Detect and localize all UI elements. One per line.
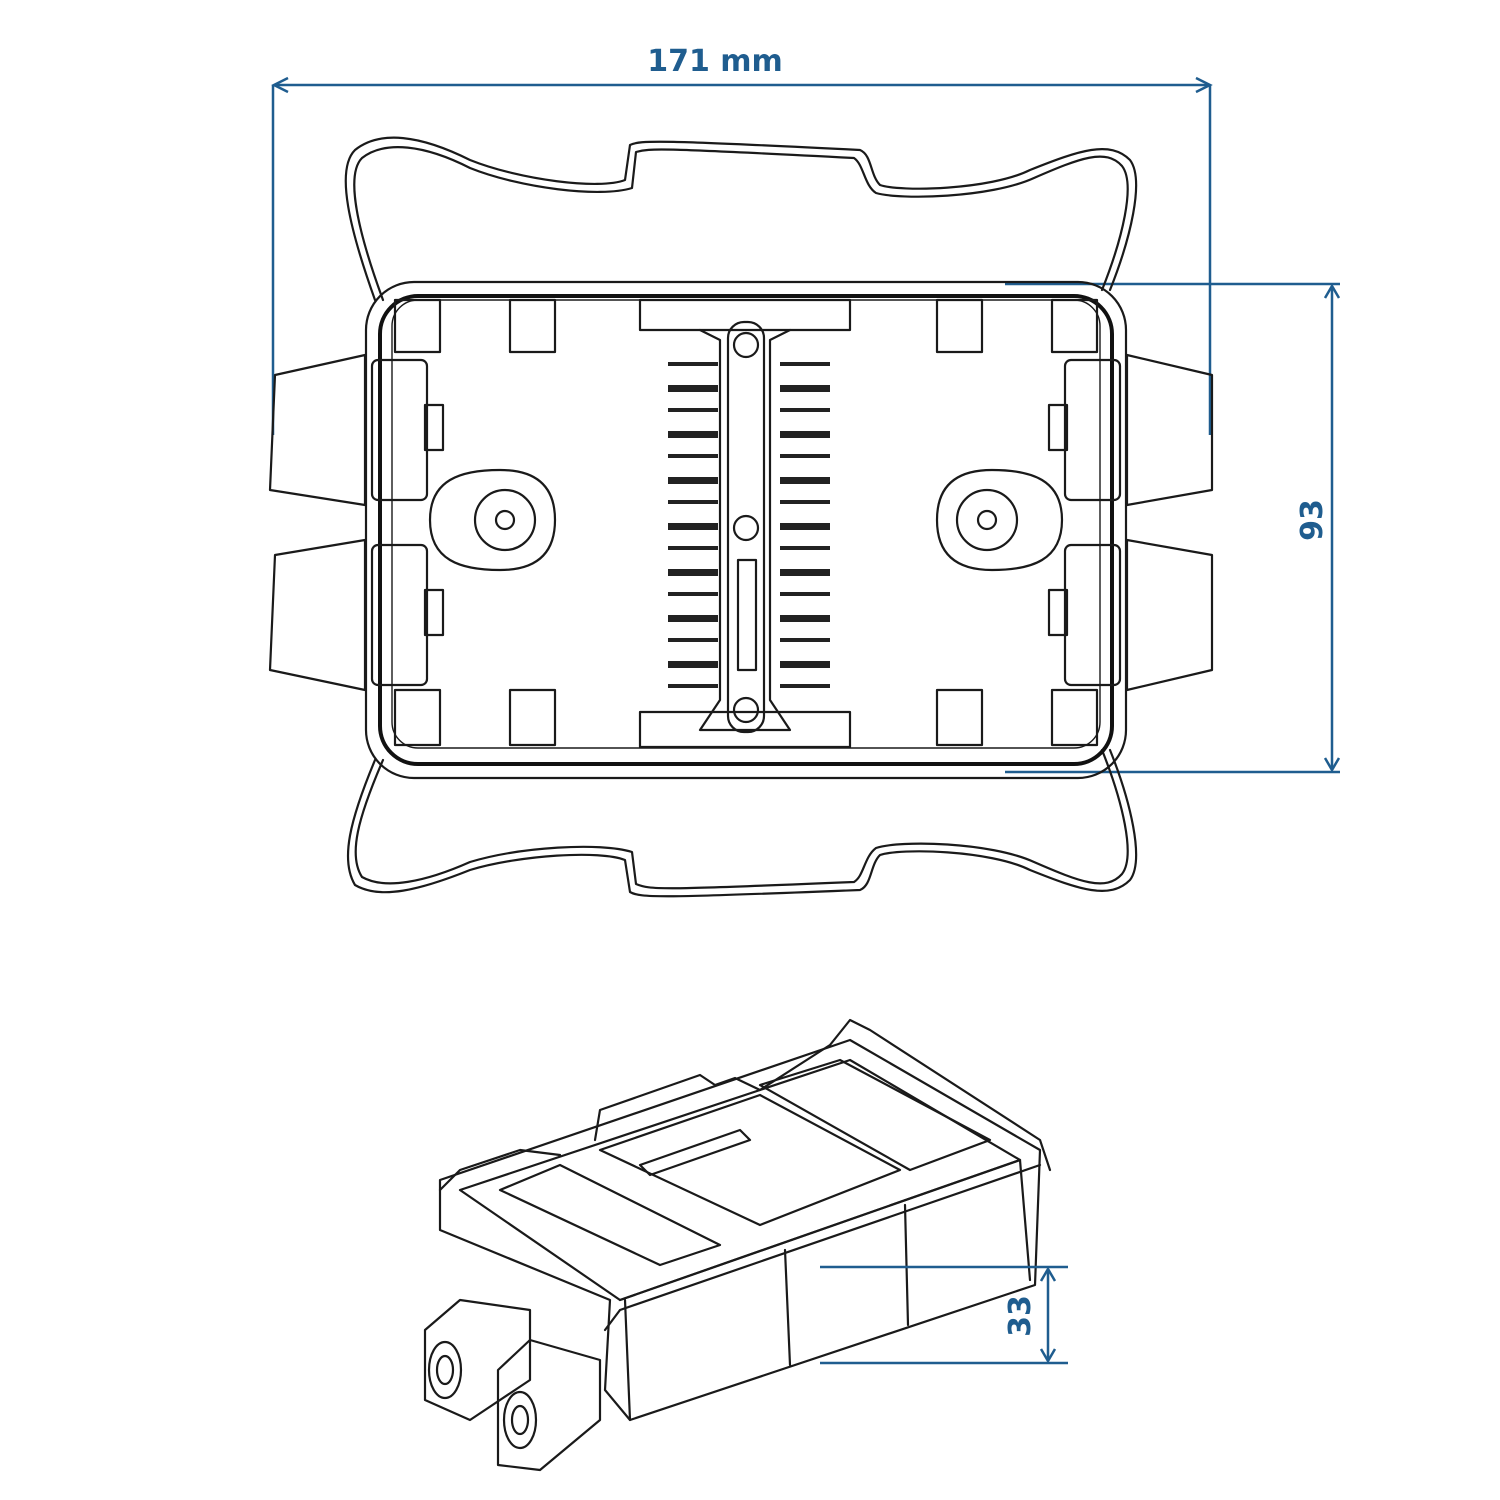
- terminal-fin: [780, 454, 830, 458]
- terminal-fin: [668, 638, 718, 642]
- terminal-fin: [780, 362, 830, 366]
- isometric-view: [423, 1018, 1052, 1472]
- terminal-fin: [780, 523, 830, 530]
- terminal-fin: [780, 661, 830, 668]
- depth-label: 93: [1295, 499, 1330, 541]
- terminal-fin: [668, 431, 718, 438]
- terminal-fin: [780, 431, 830, 438]
- terminal-fin: [780, 638, 830, 642]
- terminal-fin: [780, 569, 830, 576]
- terminal-fin: [668, 684, 718, 688]
- terminal-fin: [668, 500, 718, 504]
- top-view: [268, 136, 1214, 898]
- terminal-fin: [668, 546, 718, 550]
- width-label: 171 mm: [647, 44, 783, 79]
- height-dimension: 33: [820, 1265, 1068, 1365]
- terminal-fin: [780, 500, 830, 504]
- height-label: 33: [1003, 1295, 1038, 1337]
- terminal-fin: [780, 684, 830, 688]
- terminal-fin: [668, 569, 718, 576]
- terminal-fin: [780, 592, 830, 596]
- terminal-fin: [668, 362, 718, 366]
- terminal-fin: [668, 523, 718, 530]
- terminal-fin: [780, 546, 830, 550]
- depth-dimension: 93: [1005, 282, 1341, 774]
- terminal-fin: [780, 615, 830, 622]
- terminal-fin: [668, 477, 718, 484]
- terminal-fin: [668, 592, 718, 596]
- terminal-fin: [780, 385, 830, 392]
- terminal-fin: [668, 385, 718, 392]
- terminal-fin: [780, 408, 830, 412]
- terminal-fin: [668, 661, 718, 668]
- terminal-fin: [668, 408, 718, 412]
- terminal-fin: [780, 477, 830, 484]
- terminal-fin: [668, 454, 718, 458]
- terminal-fin: [668, 615, 718, 622]
- width-dimension: 171 mm: [271, 44, 1213, 435]
